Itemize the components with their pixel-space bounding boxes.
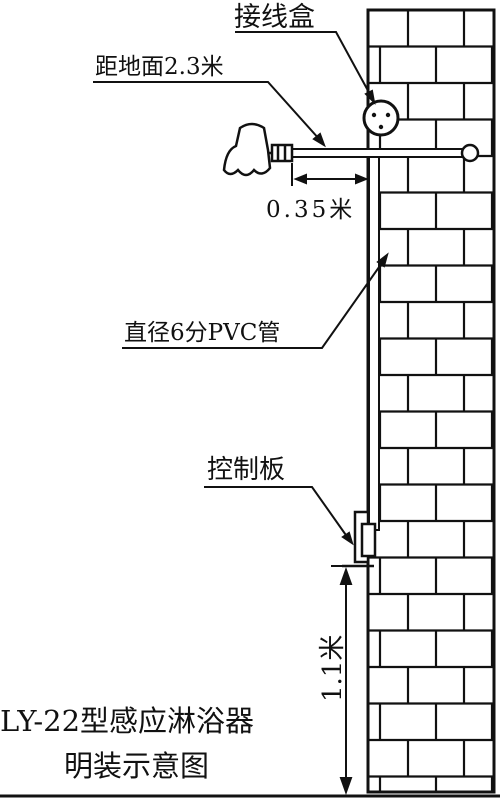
arm-length-label: 0.35米 — [266, 197, 355, 223]
height-label: 距地面2.3米 — [95, 54, 224, 80]
pvc-pipe-label: 直径6分PVC管 — [124, 320, 280, 346]
panel-height-dimension — [331, 565, 356, 795]
control-panel-leader — [204, 486, 354, 546]
pvc-pipe-leader — [122, 252, 389, 349]
junction-box-icon — [362, 99, 400, 137]
height-leader — [93, 81, 326, 148]
control-panel-label: 控制板 — [207, 455, 285, 485]
junction-box-label: 接线盒 — [234, 2, 315, 33]
caption-line-1: LY-22型感应淋浴器 — [0, 704, 254, 738]
pvc-pipe — [368, 151, 380, 531]
junction-box-leader — [235, 31, 376, 105]
brick-wall — [366, 8, 496, 794]
arm-length-dimension — [291, 163, 369, 186]
shower-head-icon — [222, 122, 294, 177]
panel-height-label: 1.1米 — [318, 635, 348, 702]
caption-line-2: 明装示意图 — [64, 749, 209, 783]
